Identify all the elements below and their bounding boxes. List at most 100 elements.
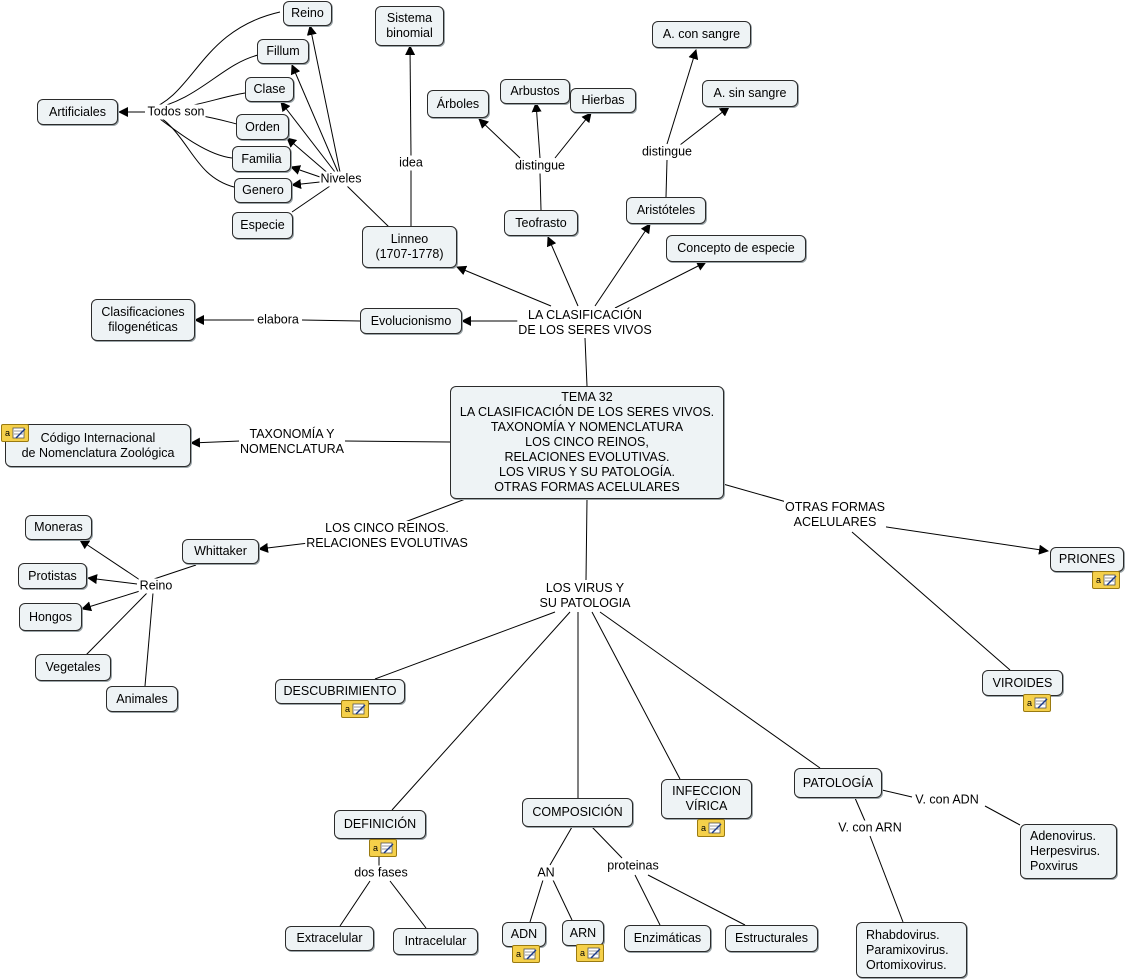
svg-text:a: a [345,704,350,714]
teofrasto-node[interactable]: Teofrasto [504,210,578,236]
attached-document-icon[interactable]: a [1092,571,1120,589]
a-con-sangre-node[interactable]: A. con sangre [652,21,751,48]
svg-text:a: a [1096,575,1101,585]
dos-fases-label: dos fases [353,865,409,881]
link-line [339,880,371,927]
distingue-aristoteles-label: distingue [640,144,694,160]
link-line [529,879,544,923]
adenovirus-node[interactable]: Adenovirus. Herpesvirus. Poxvirus [1020,824,1117,879]
patologia-node[interactable]: PATOLOGÍA [794,768,882,798]
link-line [647,874,746,926]
hongos-node[interactable]: Hongos [19,603,82,631]
link-line [722,483,791,504]
link-line [291,185,331,213]
vegetales-node[interactable]: Vegetales [35,654,111,681]
genero-node[interactable]: Genero [234,178,292,203]
protistas-node[interactable]: Protistas [18,563,87,589]
descubrimiento-node[interactable]: DESCUBRIMIENTO [275,679,405,704]
rhabdovirus-node[interactable]: Rhabdovirus. Paramixovirus. Ortomixoviru… [856,922,967,978]
link-line [665,159,668,198]
attached-document-icon[interactable]: a [1023,694,1051,712]
link-line [87,574,138,585]
link-line [591,611,681,780]
attached-document-icon[interactable]: a [697,819,725,837]
link-line [85,592,148,656]
aristoteles-node[interactable]: Aristóteles [626,197,706,224]
infeccion-virica-node[interactable]: INFECCION VÍRICA [661,779,752,819]
hierbas-node[interactable]: Hierbas [570,88,636,113]
arn-node[interactable]: ARN [562,920,604,946]
linneo-node[interactable]: Linneo (1707-1778) [362,226,457,268]
whittaker-node[interactable]: Whittaker [182,539,259,564]
attached-document-icon[interactable]: a [369,839,397,857]
adn-node[interactable]: ADN [502,922,546,947]
niveles-label: Niveles [319,171,363,187]
link-line [552,879,573,921]
link-line [147,11,281,111]
attached-document-icon[interactable]: a [512,945,540,963]
reino-node[interactable]: Reino [283,1,332,26]
attached-document-icon[interactable]: a [1,424,29,442]
link-line [666,49,699,145]
elabora-label: elabora [256,312,300,328]
definicion-node[interactable]: DEFINICIÓN [334,810,426,839]
link-line [280,101,336,173]
intracelular-node[interactable]: Intracelular [393,928,478,955]
clase-node[interactable]: Clase [245,77,294,102]
attached-document-icon[interactable]: a [341,700,369,718]
link-line [547,236,579,307]
link-line [456,265,552,307]
v-con-adn-label: V. con ADN [914,792,980,808]
especie-node[interactable]: Especie [232,212,293,239]
link-line [306,25,341,173]
animales-node[interactable]: Animales [106,686,178,712]
link-line [374,611,556,680]
link-line [585,498,588,581]
link-line [539,172,542,211]
svg-text:a: a [5,428,10,438]
svg-text:a: a [373,843,378,853]
fillum-node[interactable]: Fillum [257,39,309,64]
link-line [851,531,1011,671]
a-sin-sangre-node[interactable]: A. sin sangre [702,80,798,107]
link-line [584,337,588,387]
arbustos-node[interactable]: Arbustos [500,79,570,104]
extracelular-node[interactable]: Extracelular [285,926,374,951]
link-line [190,437,241,448]
evolucionismo-node[interactable]: Evolucionismo [360,308,462,334]
sistema-binomial-node[interactable]: Sistema binomial [375,6,444,46]
link-line [147,564,197,582]
svg-text:a: a [516,949,521,959]
link-line [405,45,416,157]
concepto-especie-node[interactable]: Concepto de especie [666,235,806,262]
link-line [869,835,904,923]
link-line [554,112,592,159]
svg-text:a: a [701,823,706,833]
link-line [286,137,331,176]
v-con-arn-label: V. con ARN [837,820,903,836]
clasificaciones-filogeneticas-node[interactable]: Clasificaciones filogenéticas [91,299,195,341]
viroides-node[interactable]: VIROIDES [982,670,1063,696]
reino-label: Reino [138,578,174,594]
estructurales-node[interactable]: Estructurales [725,925,818,952]
cinco-reinos-label: LOS CINCO REINOS. RELACIONES EVOLUTIVAS [305,521,469,551]
artificiales-node[interactable]: Artificiales [37,99,118,125]
la-clasificacion-label: LA CLASIFICACIÓN DE LOS SERES VIVOS [517,308,653,338]
familia-node[interactable]: Familia [232,146,291,172]
arboles-node[interactable]: Árboles [427,90,489,118]
moneras-node[interactable]: Moneras [25,515,92,540]
orden-node[interactable]: Orden [236,114,289,140]
proteinas-label: proteinas [606,858,660,874]
composicion-node[interactable]: COMPOSICIÓN [522,798,633,827]
svg-text:a: a [580,948,585,958]
tema-central-node[interactable]: TEMA 32 LA CLASIFICACIÓN DE LOS SERES VI… [450,386,724,499]
link-line [391,611,571,811]
link-line [984,805,1021,826]
idea-label: idea [398,155,424,171]
priones-node[interactable]: PRIONES [1050,547,1124,572]
codigo-nomenclatura-node[interactable]: Código Internacional de Nomenclatura Zoo… [5,424,191,467]
enzimaticas-node[interactable]: Enzimáticas [624,925,711,952]
attached-document-icon[interactable]: a [576,944,604,962]
link-line [291,179,321,190]
